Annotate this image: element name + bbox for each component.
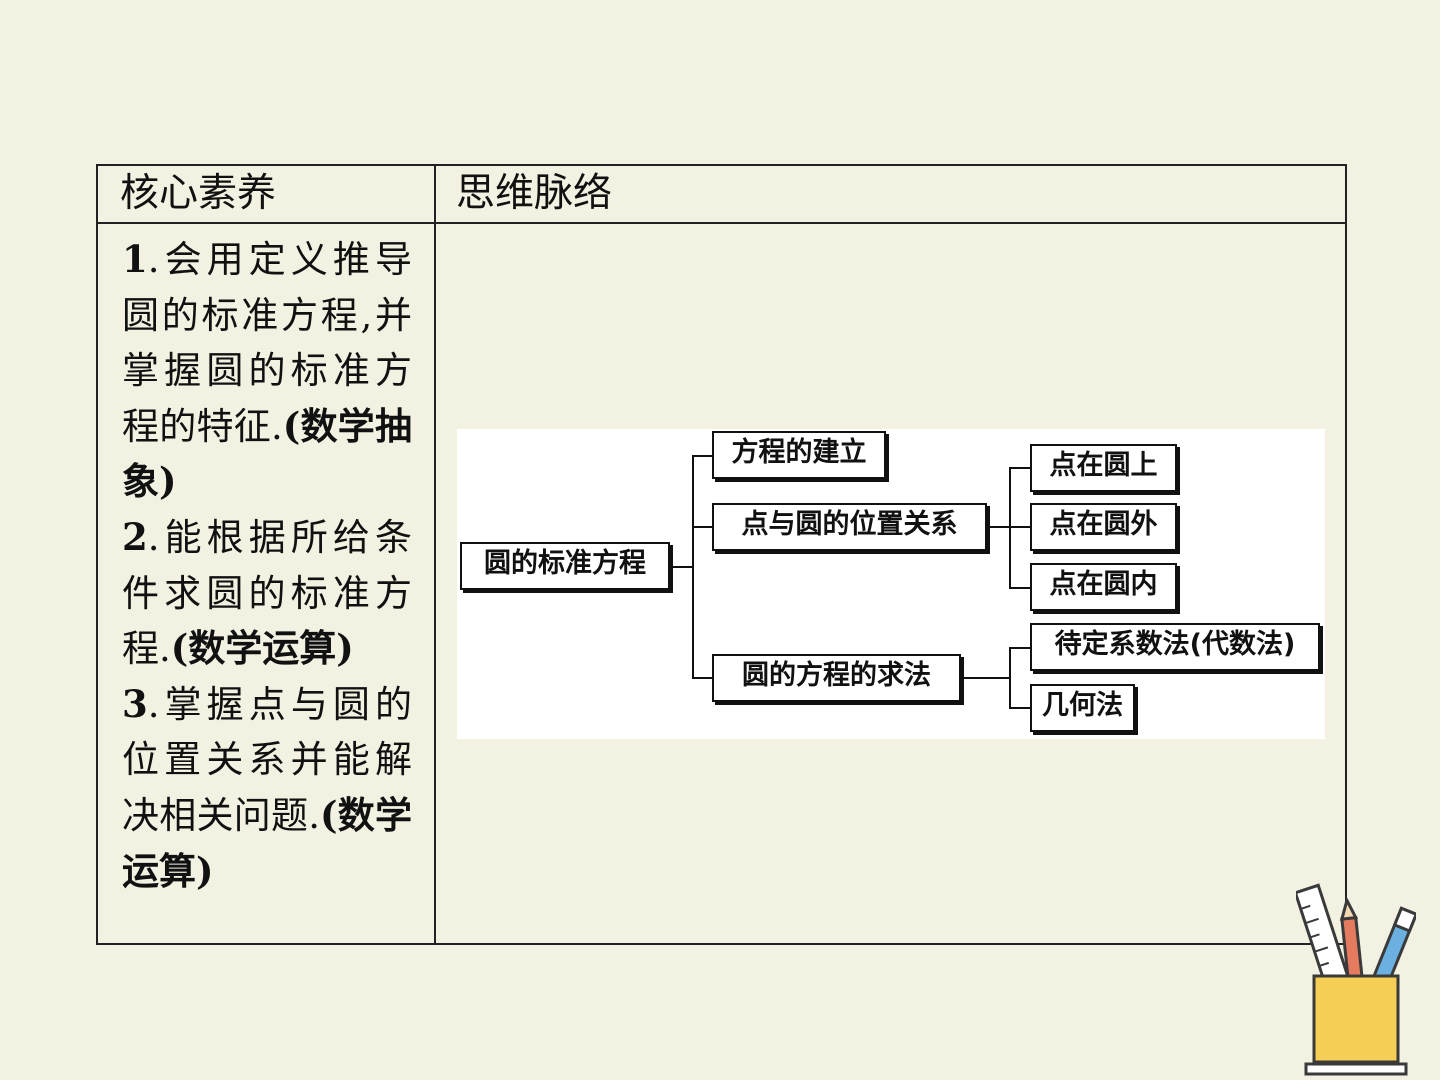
connector-line [1009,647,1011,709]
connector-line [692,677,712,679]
connector-line [670,566,692,568]
header-left-label: 核心素养 [120,171,277,216]
connector-line [692,455,712,457]
header-thinking-context: 思维脉络 [436,166,1345,224]
mindmap-branch-point-circle-relation: 点与圆的位置关系 [712,503,987,551]
mindmap-branch-equation-setup: 方程的建立 [712,431,886,479]
connector-line [1009,467,1011,589]
literacy-item-number: 3 [122,681,148,726]
mindmap-leaf-on-circle: 点在圆上 [1030,444,1177,492]
mindmap-leaf-inside-circle: 点在圆内 [1030,563,1177,611]
connector-line [1009,526,1030,528]
literacy-item-tag: (数学运算) [170,626,354,671]
header-right-label: 思维脉络 [456,171,613,216]
header-core-literacy: 核心素养 [98,166,436,224]
literacy-item-number: 1 [122,237,148,281]
mindmap-root: 圆的标准方程 [460,542,670,590]
connector-line [1009,647,1030,649]
literacy-item-text: .掌握点与圆的位置关系并能解决相关问题. [122,682,412,837]
literacy-item-text: .能根据所给条件求圆的标准方程. [122,515,412,671]
literacy-item: 3.掌握点与圆的位置关系并能解决相关问题.(数学运算) [122,677,412,899]
pencil-cup-icon [1296,883,1416,1076]
connector-line [961,677,1009,679]
literacy-item-tag: (数学运算) [122,792,412,893]
literacy-item: 1.会用定义推导圆的标准方程,并掌握圆的标准方程的特征.(数学抽象) [122,232,412,510]
connector-line [692,526,712,528]
connector-line [1009,587,1030,589]
literacy-item-tag: (数学抽象) [122,403,412,504]
mindmap-leaf-undetermined-coefficients: 待定系数法(代数法) [1030,623,1320,671]
literacy-item-text: .会用定义推导圆的标准方程,并掌握圆的标准方程的特征. [122,238,412,448]
connector-line [1009,467,1030,469]
mindmap-diagram: 圆的标准方程 方程的建立 点与圆的位置关系 圆的方程的求法 点在圆上 点在圆外 … [457,429,1325,739]
connector-line [692,455,694,679]
literacy-item: 2.能根据所给条件求圆的标准方程.(数学运算) [122,510,412,677]
mindmap-leaf-outside-circle: 点在圆外 [1030,503,1177,551]
mindmap-branch-solving-methods: 圆的方程的求法 [712,654,961,702]
literacy-list: 1.会用定义推导圆的标准方程,并掌握圆的标准方程的特征.(数学抽象) 2.能根据… [98,224,436,943]
connector-line [1009,707,1030,709]
mindmap-leaf-geometric-method: 几何法 [1030,684,1135,732]
literacy-item-number: 2 [122,514,148,559]
literacy-table: 核心素养 思维脉络 1.会用定义推导圆的标准方程,并掌握圆的标准方程的特征.(数… [96,164,1347,945]
connector-line [987,526,1009,528]
